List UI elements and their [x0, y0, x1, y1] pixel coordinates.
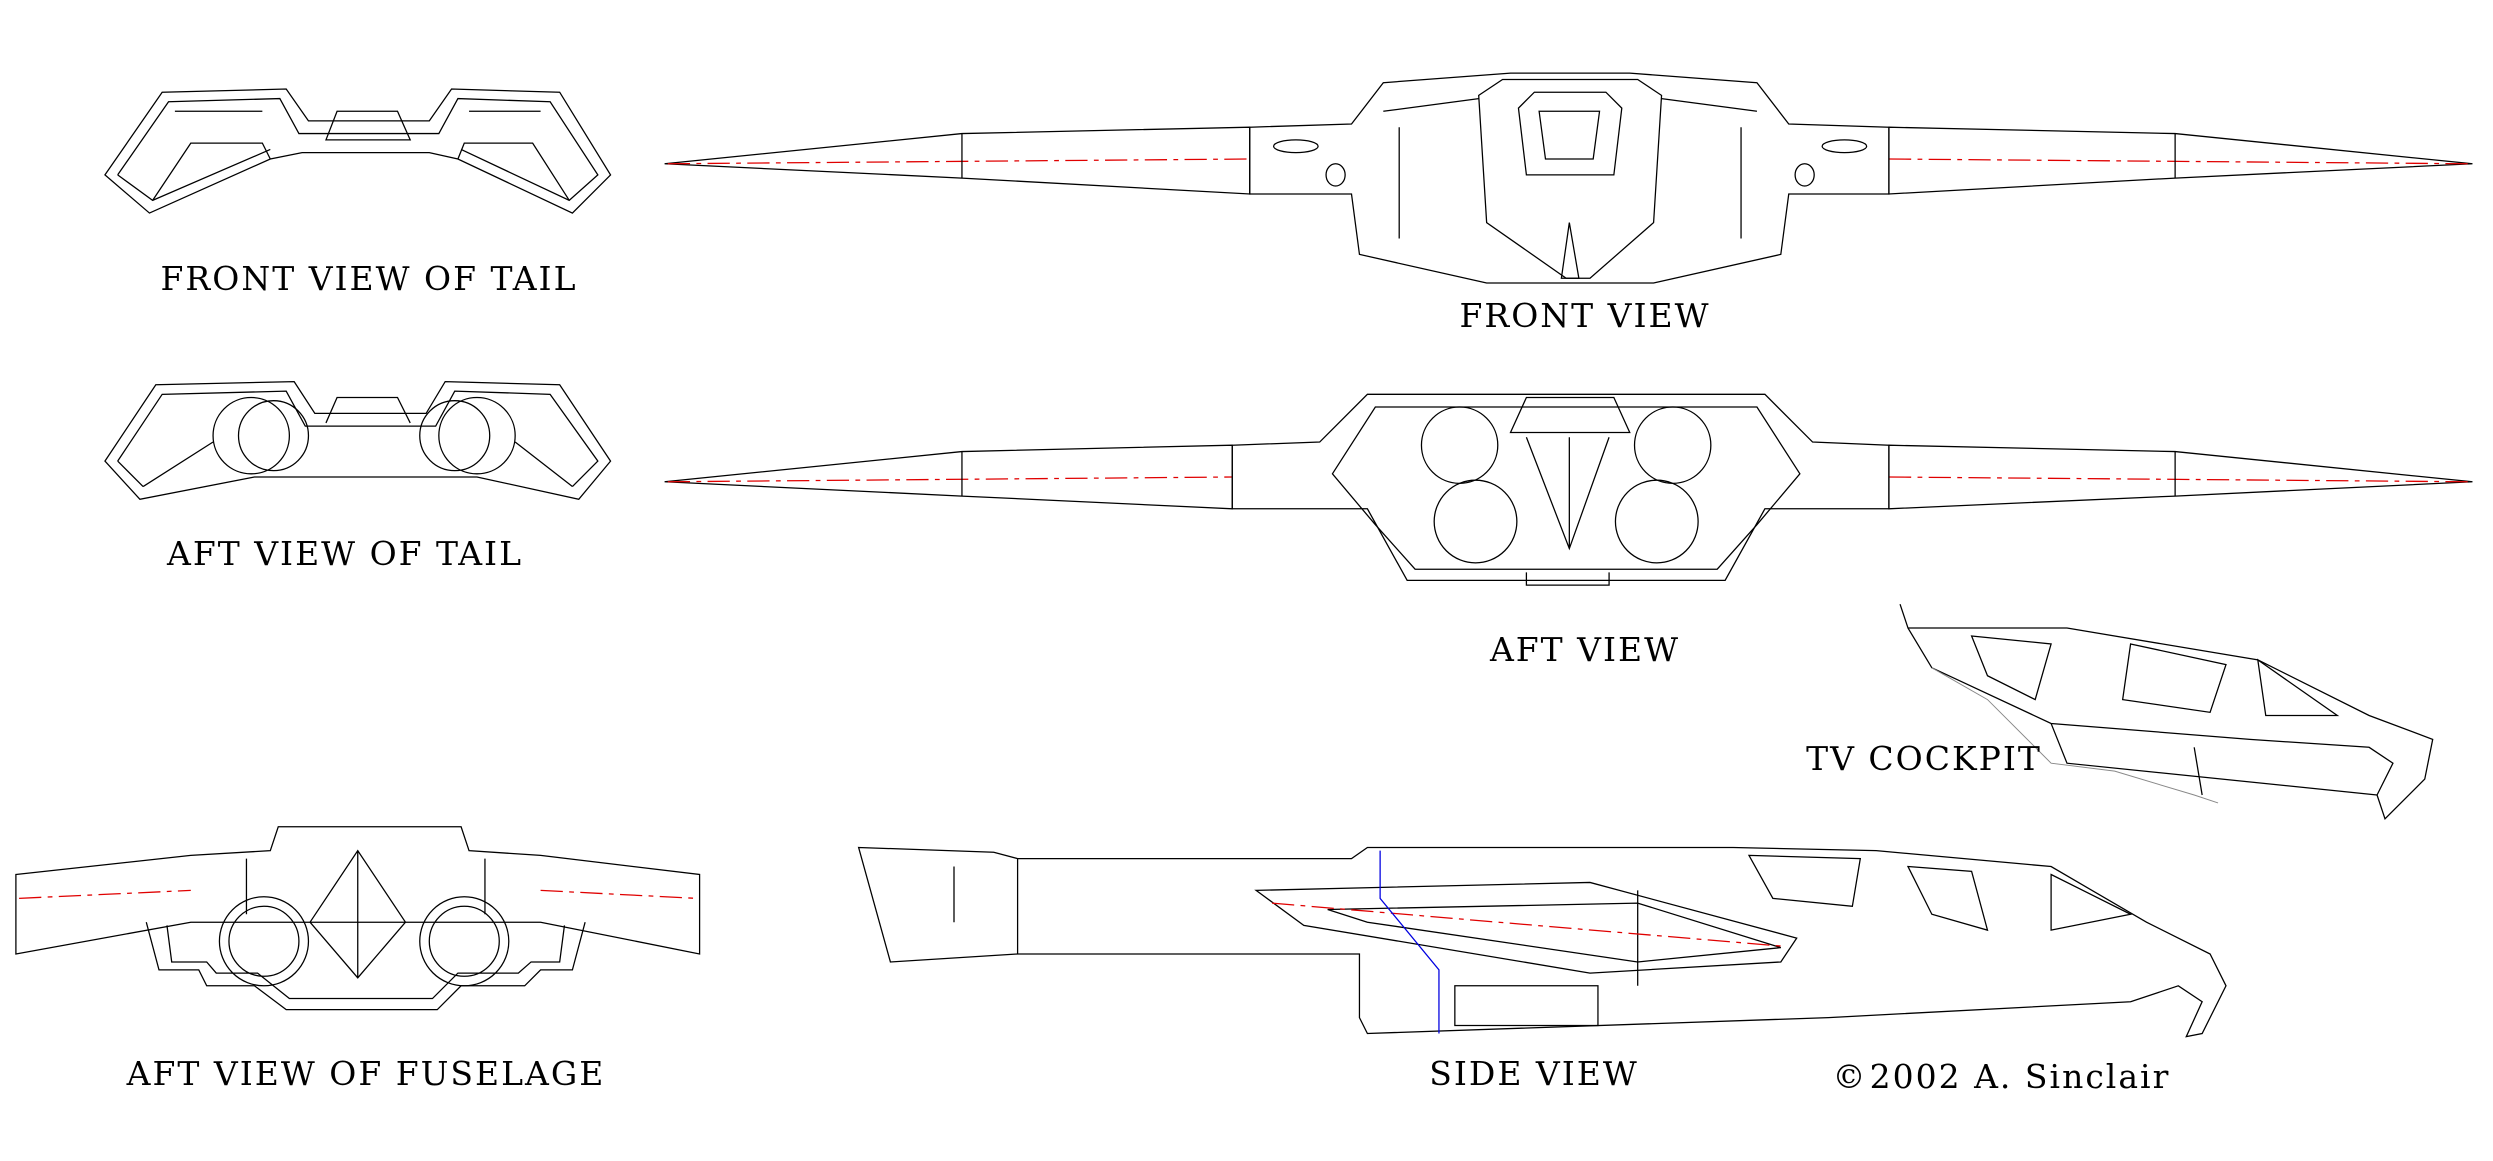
front-view-of-tail-drawing	[104, 88, 612, 214]
copyright-symbol: ©	[1833, 1057, 1868, 1096]
aft-view-of-fuselage-label: AFT VIEW OF FUSELAGE	[126, 1054, 606, 1093]
tv-cockpit-label: TV COCKPIT	[1806, 739, 2042, 778]
tv-cockpit-drawing	[1899, 603, 2434, 821]
aft-view-of-tail-label: AFT VIEW OF TAIL	[166, 534, 523, 573]
front-view-drawing	[664, 72, 2473, 284]
copyright-text: 2002 A. Sinclair	[1870, 1057, 2171, 1096]
aft-view-of-tail-drawing	[104, 380, 612, 500]
front-view-label: FRONT VIEW	[1459, 296, 1710, 335]
aft-view-label: AFT VIEW	[1489, 630, 1680, 669]
side-view-drawing	[857, 846, 2227, 1038]
aft-view-of-fuselage-drawing	[15, 826, 701, 1011]
aft-view-drawing	[664, 393, 2473, 586]
front-view-of-tail-label: FRONT VIEW OF TAIL	[161, 259, 578, 298]
side-view-label: SIDE VIEW	[1429, 1054, 1639, 1093]
